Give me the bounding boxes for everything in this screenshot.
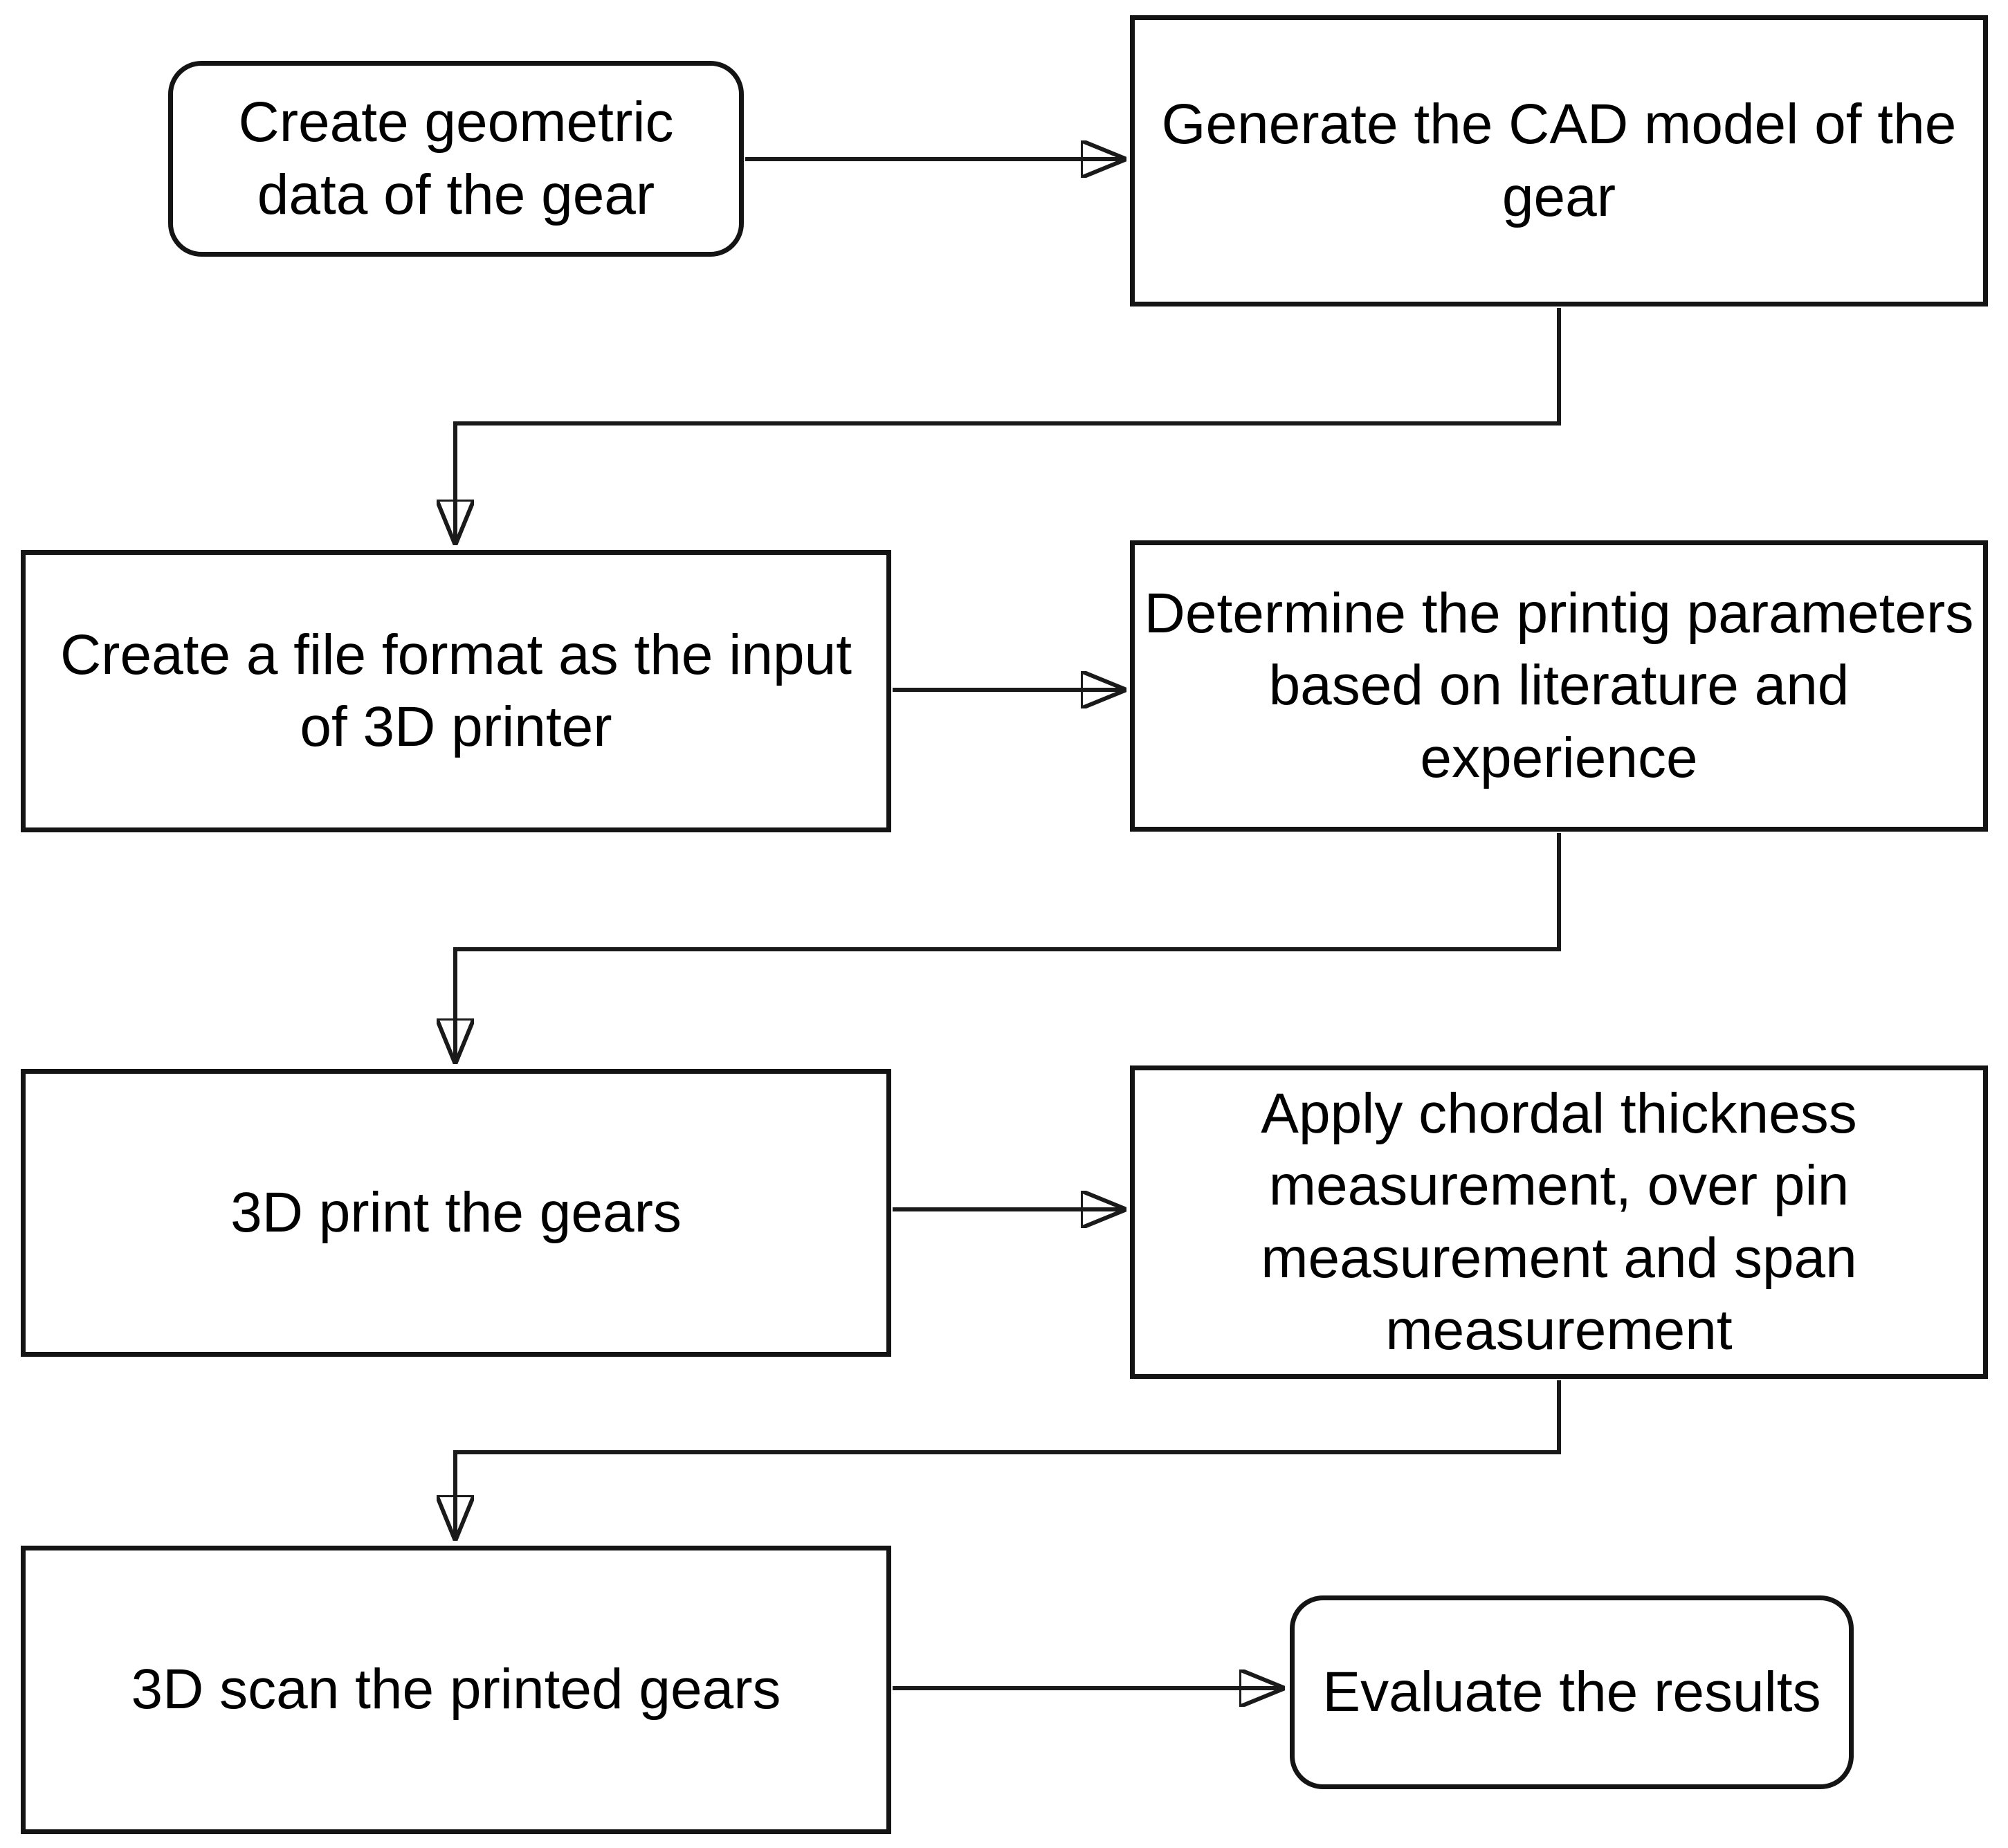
flow-node-evaluate-results: Evaluate the results bbox=[1290, 1595, 1854, 1789]
flow-node-generate-cad-model: Generate the CAD model of the gear bbox=[1130, 15, 1988, 307]
flow-node-print-gears: 3D print the gears bbox=[21, 1069, 891, 1357]
edge-apply-measurements-to-scan-printed-gears bbox=[455, 1380, 1561, 1537]
flow-node-apply-measurements: Apply chordal thickness measurement, ove… bbox=[1130, 1065, 1988, 1379]
flow-node-determine-printing-parameters: Determine the printig parameters based o… bbox=[1130, 540, 1988, 832]
flow-node-create-geometric-data: Create geometric data of the gear bbox=[168, 61, 744, 257]
edge-generate-cad-model-to-create-file-format bbox=[455, 308, 1561, 541]
flow-node-scan-printed-gears: 3D scan the printed gears bbox=[21, 1546, 891, 1834]
edge-determine-printing-parameters-to-print-gears bbox=[455, 833, 1561, 1060]
flow-node-create-file-format: Create a file format as the input of 3D … bbox=[21, 550, 891, 832]
